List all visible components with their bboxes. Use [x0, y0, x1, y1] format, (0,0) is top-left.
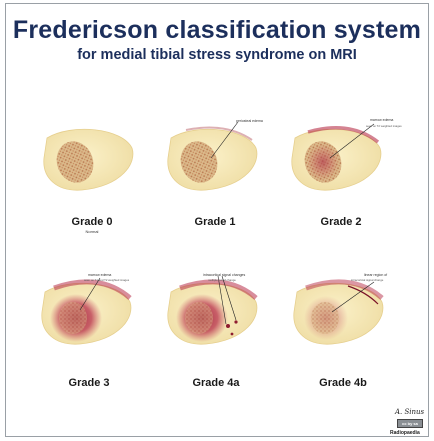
annotation-grade3-sub: seen on T1 and T2 weighted images — [84, 278, 129, 282]
author-signature: A. Sinus — [395, 408, 424, 416]
grade0-bone — [44, 129, 133, 190]
grade-label: Grade 4a — [171, 377, 261, 389]
grade-label: Grade 2 — [296, 216, 386, 228]
grade-label: Grade 4b — [298, 377, 388, 389]
annotation-grade4b: linear region of — [364, 273, 387, 277]
annotation-grade4a: intracortical signal changes — [203, 273, 245, 277]
grade1-bone — [168, 122, 257, 190]
grade4b-bone — [294, 282, 383, 344]
annotation-grade2-sub: seen on T2 weighted images — [366, 124, 402, 128]
grade-label: Grade 0 — [47, 216, 137, 228]
grade-label: Grade 1 — [170, 216, 260, 228]
radiopaedia-logo[interactable]: Radiopaedia — [390, 430, 420, 436]
grade3-bone — [42, 278, 131, 344]
grade4a-bone — [168, 276, 257, 344]
grade2-bone — [292, 124, 381, 190]
annotation-grade2: marrow edema — [370, 118, 393, 122]
license-badge[interactable]: cc by sa — [397, 419, 423, 428]
grade-sublabel: Normal — [62, 229, 122, 234]
grade-label: Grade 3 — [44, 377, 134, 389]
annotation-grade4a-sub: multiple foci of change — [208, 278, 236, 282]
annotation-grade3: marrow edema — [88, 273, 111, 277]
annotation-grade4b-sub: intracortical signal change — [351, 278, 383, 282]
annotation-grade1: periosteal edema — [236, 119, 263, 123]
